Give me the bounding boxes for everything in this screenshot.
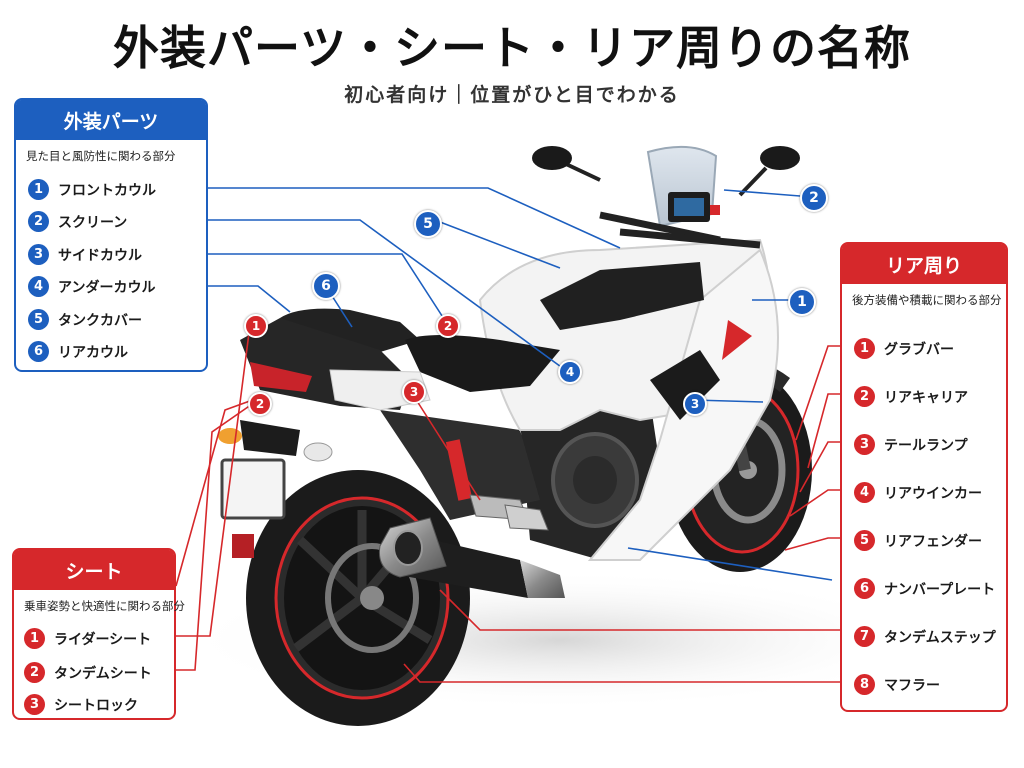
exterior-heading: 外装パーツ [16,100,206,140]
rear-description: 後方装備や積載に関わる部分 [852,293,1002,307]
marker-seat-lock: 3 [402,380,426,404]
rear-item: 7 タンデムステップ [854,626,996,647]
item-label: フロントカウル [58,182,156,199]
item-number: 1 [854,338,875,359]
rear-item: 8 マフラー [854,674,940,695]
rear-item: 2 リアキャリア [854,386,968,407]
muffler [378,517,565,598]
item-label: タンデムシート [54,665,152,682]
rear-shock [445,439,473,501]
seat-panel: シート 乗車姿勢と快適性に関わる部分 1 ライダーシート 2 タンデムシート 3 シー… [12,548,185,720]
exterior-item: 3 サイドカウル [28,244,142,265]
item-number: 6 [854,578,875,599]
seat-item: 2 タンデムシート [24,662,152,683]
item-label: ライダーシート [54,631,152,648]
item-label: ナンバープレート [884,581,996,598]
seat-description: 乗車姿勢と快適性に関わる部分 [24,599,185,613]
item-number: 8 [854,674,875,695]
item-label: タンデムステップ [884,629,996,646]
license-plate [220,458,286,520]
item-label: リアキャリア [884,389,968,406]
item-number: 6 [28,341,49,362]
exterior-item: 4 アンダーカウル [28,276,155,297]
marker-screen: 2 [800,184,828,212]
rear-panel: リア周り 後方装備や積載に関わる部分 1 グラブバー 2 リアキャリア 3 テールラン… [840,242,1008,712]
exterior-item: 2 スクリーン [28,211,127,232]
page-title: 外装パーツ・シート・リア周りの名称 [112,21,912,75]
exterior-panel: 外装パーツ 見た目と風防性に関わる部分 1 フロントカウル 2 スクリーン 3 サイド… [14,98,208,372]
tail-section [218,318,431,558]
item-label: マフラー [884,677,940,694]
item-label: グラブバー [884,341,954,358]
item-number: 1 [28,179,49,200]
rear-item: 4 リアウインカー [854,482,982,503]
cockpit [532,146,800,249]
item-label: リアフェンダー [884,533,982,550]
marker-front-cowl: 1 [788,288,816,316]
exterior-description: 見た目と風防性に関わる部分 [26,149,176,163]
marker-rear-carrier: 2 [248,392,272,416]
item-label: テールランプ [884,437,968,454]
item-number: 2 [28,211,49,232]
item-label: タンクカバー [58,312,142,329]
marker-tank-cover: 5 [414,210,442,238]
marker-rider-seat: 1 [244,314,268,338]
rear-item: 5 リアフェンダー [854,530,982,551]
item-number: 2 [854,386,875,407]
item-label: リアウインカー [884,485,982,502]
item-number: 2 [24,662,45,683]
seat [280,308,560,392]
item-label: スクリーン [58,214,128,231]
item-label: アンダーカウル [58,279,156,296]
item-label: シートロック [54,697,138,714]
item-number: 3 [854,434,875,455]
marker-under-cowl: 4 [558,360,582,384]
item-number: 4 [28,276,49,297]
rear-heading: リア周り [842,244,1006,284]
item-number: 5 [854,530,875,551]
rear-item: 1 グラブバー [854,338,954,359]
item-number: 7 [854,626,875,647]
exterior-item: 6 リアカウル [28,341,128,362]
seat-item: 3 シートロック [24,694,138,715]
item-label: リアカウル [58,344,128,361]
marker-side-cowl: 3 [683,392,707,416]
item-number: 3 [28,244,49,265]
exterior-item: 1 フロントカウル [28,179,156,200]
page-subtitle: 初心者向け｜位置がひと目でわかる [344,84,680,106]
rear-item: 3 テールランプ [854,434,968,455]
exterior-item: 5 タンクカバー [28,309,142,330]
item-number: 5 [28,309,49,330]
seat-item: 1 ライダーシート [24,628,151,649]
item-number: 1 [24,628,45,649]
marker-tandem-seat: 2 [436,314,460,338]
item-number: 4 [854,482,875,503]
rear-item: 6 ナンバープレート [854,578,995,599]
item-number: 3 [24,694,45,715]
item-label: サイドカウル [58,247,142,264]
marker-rear-cowl: 6 [312,272,340,300]
seat-heading: シート [14,550,174,590]
exterior-leader-lines [143,187,833,581]
